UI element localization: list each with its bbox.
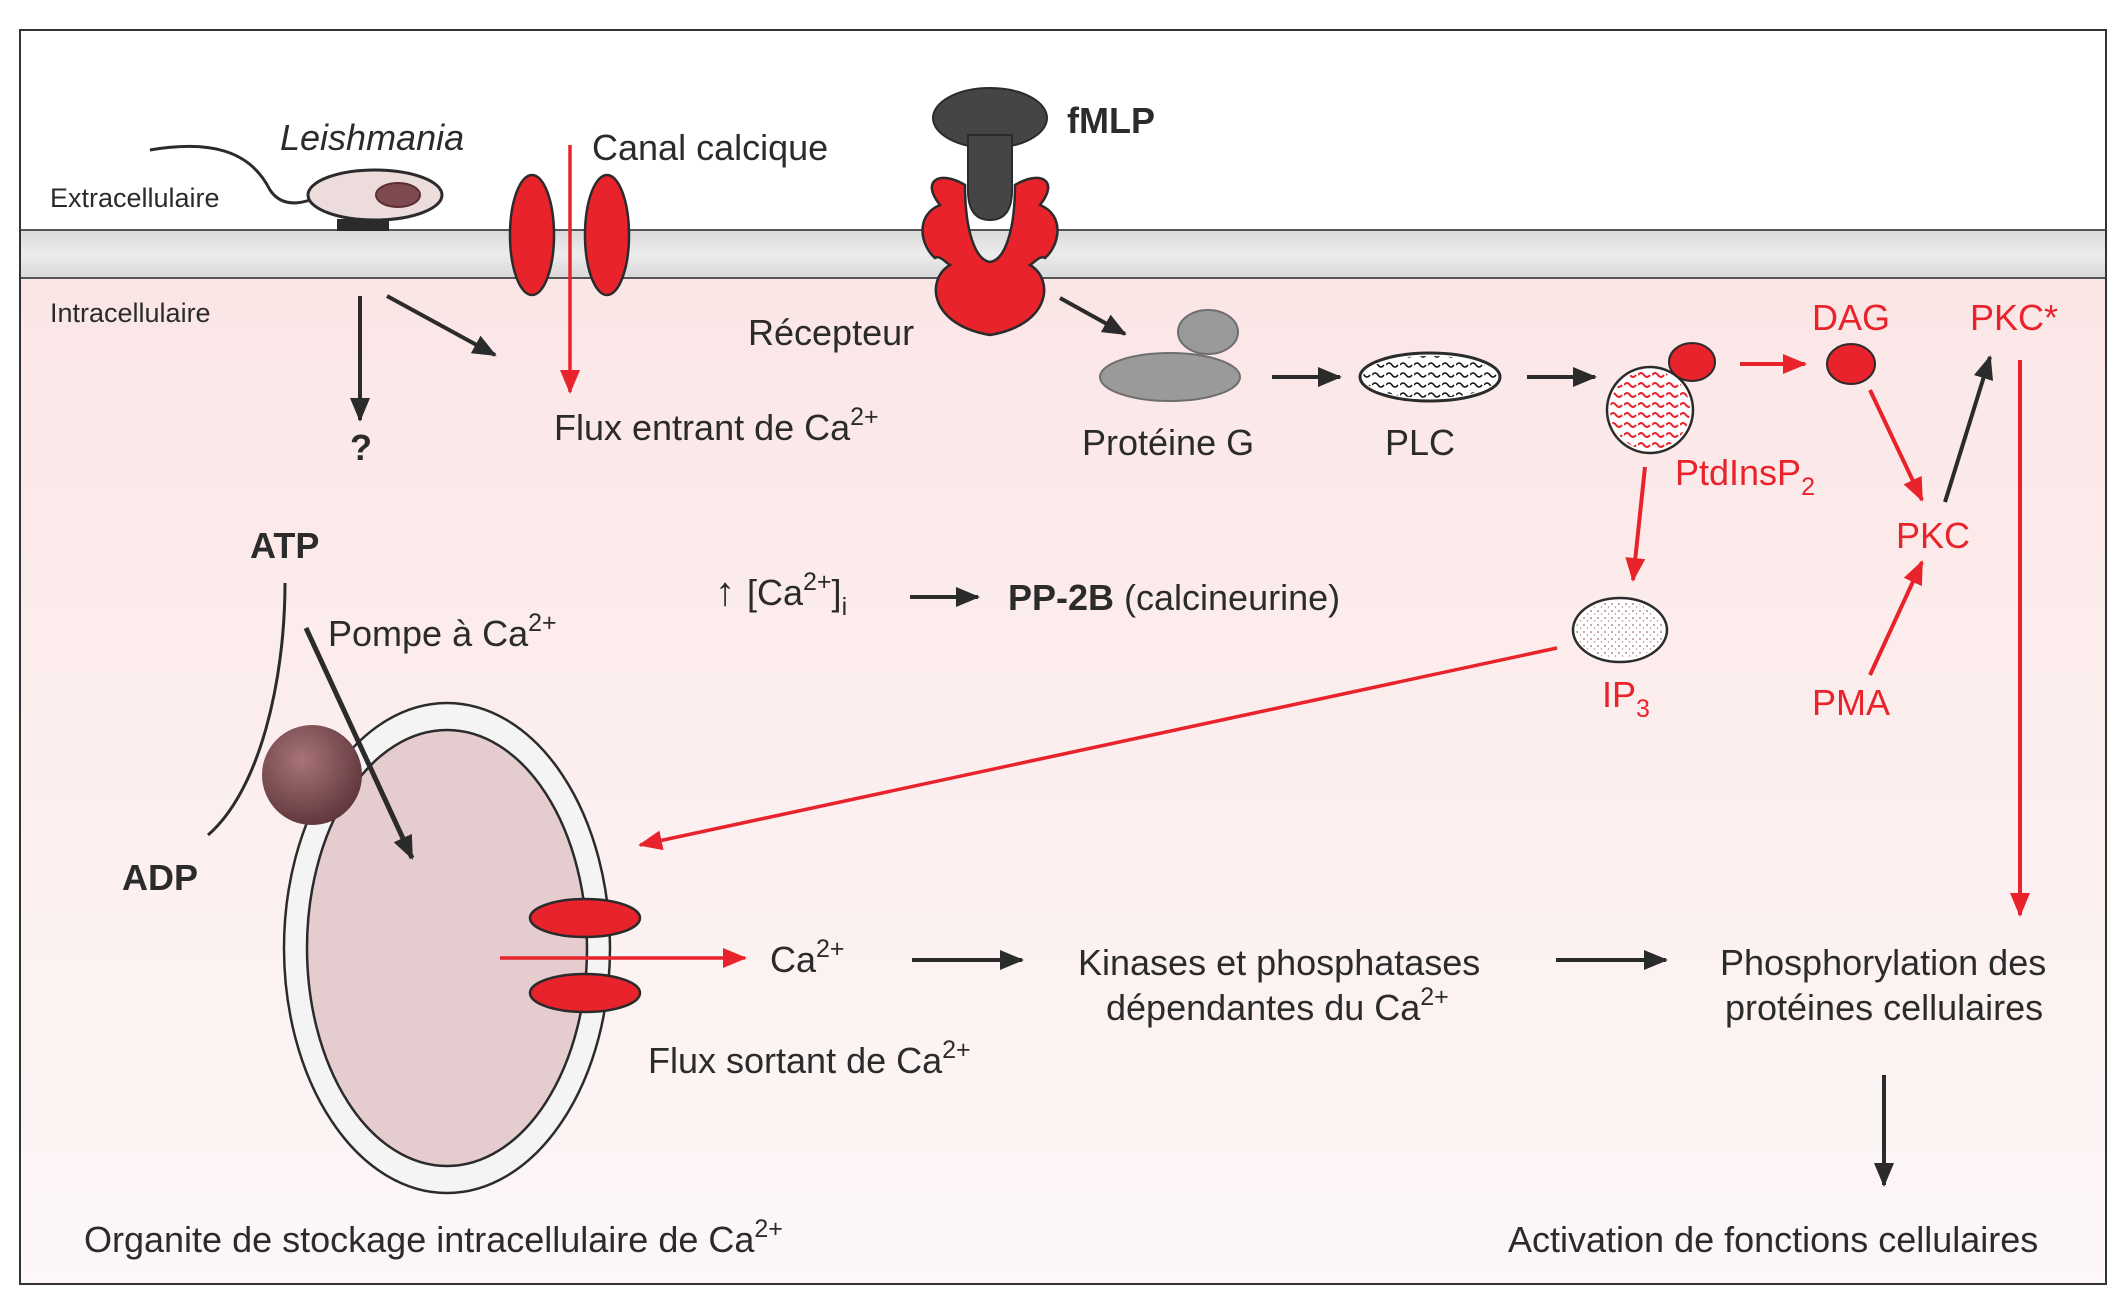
efflux-label: Flux sortant de Ca2+ [648,1036,971,1081]
organelle-lumen [305,728,589,1168]
ptdins-texture [1610,370,1690,450]
leishmania-label: Leishmania [280,117,464,158]
pma-label: PMA [1812,682,1890,723]
kinases-label-line2: dépendantes du Ca2+ [1106,983,1449,1028]
efflux-channel-top [528,897,642,939]
pump-label: Pompe à Ca2+ [328,609,557,654]
ip3-texture [1576,601,1664,659]
activation-label: Activation de fonctions cellulaires [1508,1219,2038,1260]
pump-to-organelle-arrow [303,626,415,860]
extracellular-label: Extracellulaire [50,183,220,213]
calcium-channel-label: Canal calcique [592,127,828,168]
receptor-to-gprotein-arrow [1059,296,1127,336]
phospho-label-line2: protéines cellulaires [1725,987,2043,1028]
plc-label: PLC [1385,422,1455,463]
ip3-label: IP3 [1602,674,1650,723]
dag-nascent-shape [1668,342,1716,382]
adp-label: ADP [122,857,198,898]
dag-to-pkc-arrow [1868,389,1924,502]
unknown-pathway-label: ? [350,427,372,468]
dag-label: DAG [1812,297,1890,338]
calcium-channel-left [508,173,556,297]
fmlp-label: fMLP [1067,100,1155,141]
receptor-body [921,176,1059,337]
plasma-membrane [20,230,2106,278]
atp-adp-line [207,582,287,837]
plc-texture [1363,356,1497,398]
dag-shape [1826,343,1876,385]
gprotein-label: Protéine G [1082,422,1254,463]
gprotein-subunit-small [1177,309,1239,355]
diagram-frame [19,29,2107,1285]
receptor-label: Récepteur [748,312,914,353]
pkc-label: PKC [1896,515,1970,556]
intracellular-label: Intracellulaire [50,298,211,328]
leishmania-attachment [337,219,389,231]
pkc-active-label: PKC* [1970,297,2058,338]
ip3-to-store-arrow [638,646,1558,851]
kinases-label-line1: Kinases et phosphatases [1078,942,1480,983]
ptdins-to-ip3-arrow [1625,466,1647,582]
pkc-to-pkcactive-arrow [1943,355,1994,503]
leishmania-flagellum [149,144,311,205]
phospho-label-line1: Phosphorylation des [1720,942,2046,983]
calcium-pump [262,725,362,825]
pp2b-label: PP-2B (calcineurine) [1008,577,1340,618]
calcium-channel-right [583,173,631,297]
ca-label: Ca2+ [770,935,845,980]
atp-label: ATP [250,525,319,566]
fmlp-ligand-stem [967,134,1013,222]
leishmania-to-influx-arrow [386,294,497,357]
organelle-label: Organite de stockage intracellulaire de … [84,1215,783,1260]
pma-to-pkc-arrow [1868,560,1924,676]
gprotein-subunit-large [1099,352,1241,402]
efflux-channel-bottom [528,972,642,1014]
leishmania-nucleus [375,182,421,208]
ptdins-label: PtdInsP2 [1675,452,1815,501]
calcium-influx-label: Flux entrant de Ca2+ [554,403,879,448]
ca-rise-label: ↑[Ca2+]i [715,568,847,621]
